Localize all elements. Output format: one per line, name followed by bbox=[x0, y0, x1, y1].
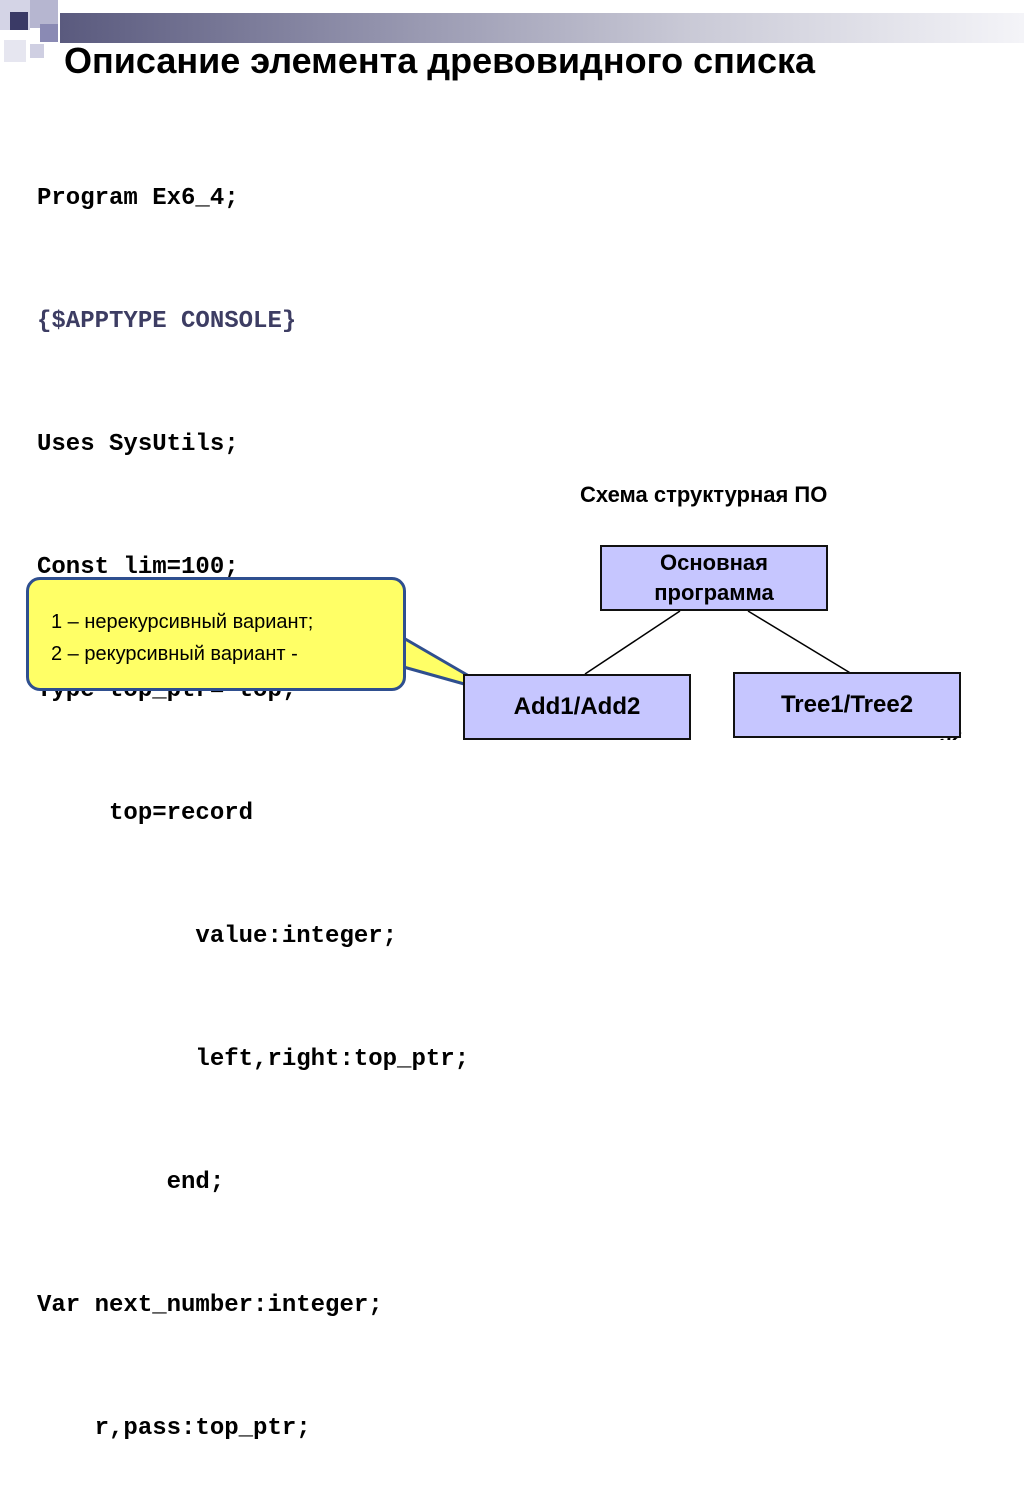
code-line: Const lim=100; bbox=[37, 554, 239, 581]
code-line: Uses SysUtils; bbox=[37, 431, 239, 458]
code-line: left,right:top_ptr; bbox=[37, 1046, 470, 1073]
decor-square bbox=[30, 0, 58, 28]
callout-note: 1 – нерекурсивный вариант; 2 – рекурсивн… bbox=[26, 577, 406, 691]
code-line: {$APPTYPE CONSOLE} bbox=[37, 308, 297, 335]
connector-line-left bbox=[584, 610, 681, 675]
node-label: программа bbox=[654, 580, 774, 605]
callout-line: 2 – рекурсивный вариант - bbox=[51, 643, 298, 665]
node-label: Основная bbox=[660, 550, 768, 575]
connector-line-right bbox=[747, 610, 853, 675]
diagram-node-tree: Tree1/Tree2 bbox=[733, 672, 961, 738]
decor-square bbox=[40, 24, 58, 42]
decor-square bbox=[4, 40, 26, 62]
code-line: r,pass:top_ptr; bbox=[37, 1415, 311, 1442]
code-line: top=record bbox=[37, 800, 254, 827]
code-line: Program Ex6_4; bbox=[37, 185, 239, 212]
diagram-title: Схема структурная ПО bbox=[580, 482, 828, 507]
code-line: Var next_number:integer; bbox=[37, 1292, 383, 1319]
callout-line: 1 – нерекурсивный вариант; bbox=[51, 611, 314, 633]
decor-square bbox=[10, 12, 28, 30]
header-gradient-bar bbox=[60, 13, 1024, 43]
decor-square bbox=[30, 44, 44, 58]
code-line: end; bbox=[37, 1169, 225, 1196]
code-line: value:integer; bbox=[37, 923, 398, 950]
diagram-node-main: Основная программа bbox=[600, 545, 828, 611]
callout-pointer-seam bbox=[396, 639, 403, 664]
diagram-node-add: Add1/Add2 bbox=[463, 674, 691, 740]
slide-title: Описание элемента древовидного списка bbox=[64, 40, 816, 81]
